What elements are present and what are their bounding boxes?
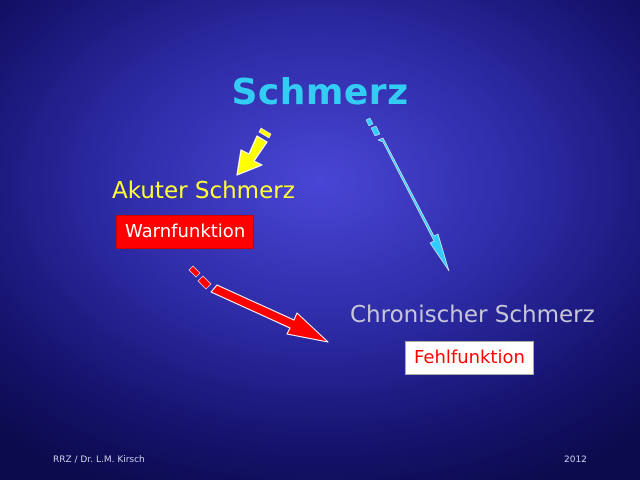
- arrow-to-chronic-from-acute: [188, 265, 329, 343]
- footer-year: 2012: [564, 455, 587, 465]
- footer-author: RRZ / Dr. L.M. Kirsch: [53, 455, 145, 465]
- arrow-to-chronic: [365, 117, 450, 272]
- title-schmerz: Schmerz: [231, 72, 409, 113]
- acute-pain-label: Akuter Schmerz: [112, 178, 295, 204]
- arrow-to-acute: [236, 127, 272, 176]
- warnfunktion-badge: Warnfunktion: [116, 215, 255, 249]
- fehlfunktion-badge: Fehlfunktion: [405, 341, 534, 375]
- chronic-pain-label: Chronischer Schmerz: [350, 302, 595, 328]
